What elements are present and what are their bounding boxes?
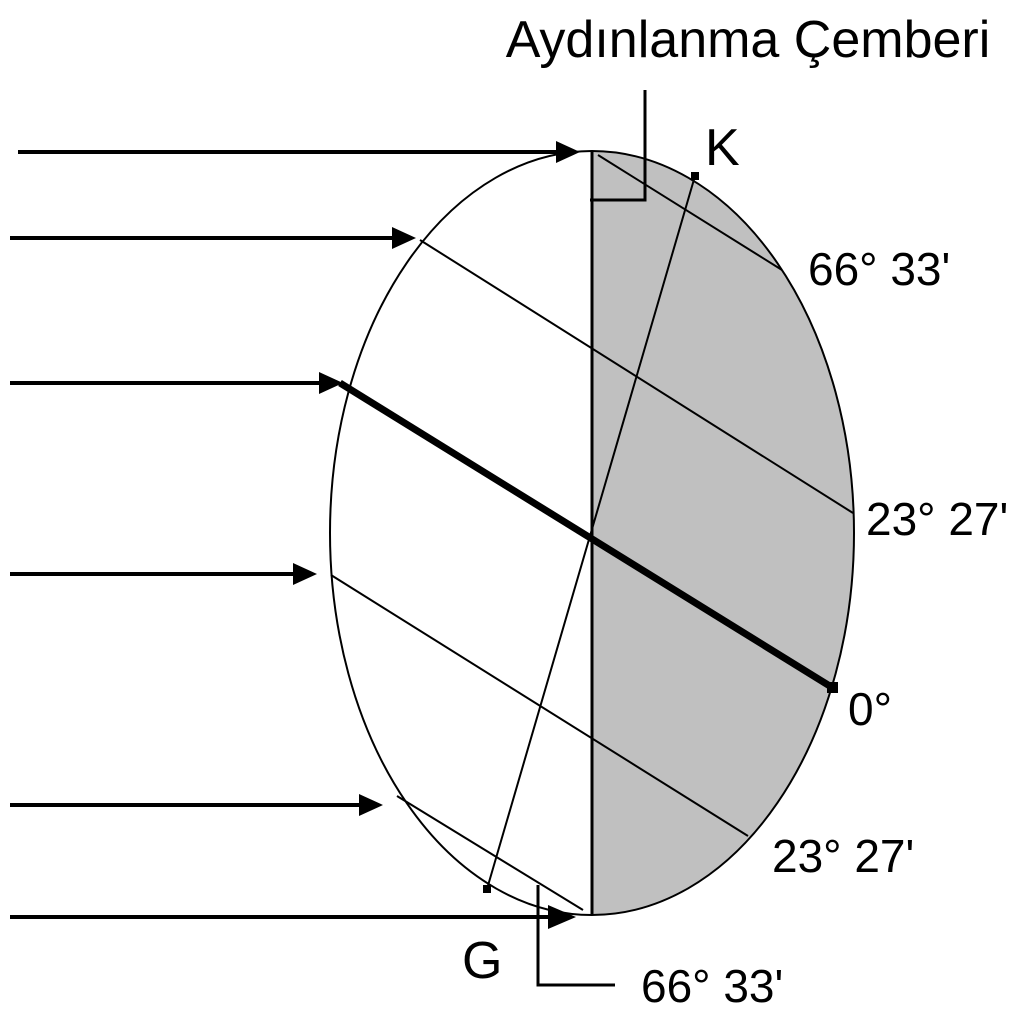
north-pole-label: K <box>705 119 740 177</box>
equator-end-marker <box>827 682 838 693</box>
tropic-of-capricorn-label: 23° 27' <box>772 830 914 882</box>
sun-rays <box>10 141 580 929</box>
sun-ray-arrowhead-3 <box>319 372 343 394</box>
tropic-of-cancer-line <box>419 239 854 514</box>
antarctic-circle-leader <box>536 885 615 987</box>
antarctic-circle-line <box>396 795 584 911</box>
earth-outline <box>329 150 855 916</box>
sun-ray-arrowhead-2 <box>392 227 416 249</box>
illumination-circle-label: Aydınlanma Çemberi <box>506 11 991 69</box>
equator-line <box>338 380 835 691</box>
antarctic-circle-label: 66° 33' <box>641 960 783 1009</box>
earth-axis-line <box>486 175 696 890</box>
night-side-shading <box>592 151 854 915</box>
south-pole-marker <box>483 885 491 893</box>
arctic-circle-label: 66° 33' <box>808 243 950 295</box>
sun-ray-arrowhead-5 <box>359 794 383 816</box>
sun-ray-arrowhead-6 <box>548 905 576 929</box>
sun-ray-arrowhead-4 <box>293 563 317 585</box>
illumination-circle-leader <box>590 90 647 202</box>
arctic-circle-line <box>597 154 783 271</box>
sun-ray-arrowhead-1 <box>556 141 580 163</box>
tropic-of-capricorn-line <box>330 574 749 837</box>
equator-label: 0° <box>848 683 892 735</box>
north-pole-marker <box>691 172 699 180</box>
south-pole-label: G <box>462 932 502 990</box>
tropic-of-cancer-label: 23° 27' <box>866 493 1008 545</box>
